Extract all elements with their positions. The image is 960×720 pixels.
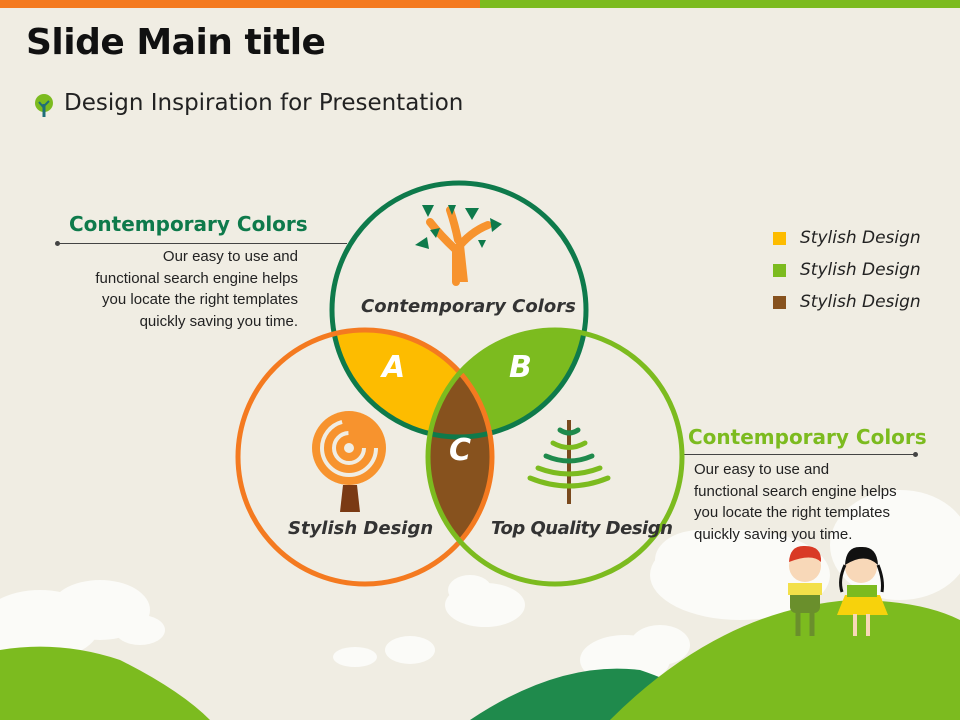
text-line: Our easy to use and: [162, 248, 298, 265]
right-callout-dot: [913, 452, 918, 457]
text-line: quickly saving you time.: [139, 312, 298, 330]
hill-right: [610, 600, 960, 720]
right-callout-text: Our easy to use and functional search en…: [694, 459, 897, 545]
venn-top-label: Contemporary Colors: [361, 296, 576, 317]
hill-left: [0, 646, 210, 720]
venn-left-label: Stylish Design: [288, 518, 434, 539]
circle-top: [329, 180, 589, 440]
legend-item: Stylish Design: [773, 222, 921, 254]
slide-subtitle: Design Inspiration for Presentation: [64, 90, 464, 116]
letter-c: C: [449, 433, 472, 468]
legend-swatch-green: [773, 263, 786, 277]
legend-item: Stylish Design: [773, 286, 921, 318]
legend-swatch-brown: [773, 295, 786, 309]
slide-title: Slide Main title: [26, 22, 326, 63]
left-callout-text: Our easy to use and functional search en…: [95, 246, 298, 332]
legend-swatch-yellow: [773, 231, 786, 245]
region-b: [428, 330, 586, 437]
kids-illustration: [788, 545, 888, 636]
text-line: quickly saving you time.: [694, 525, 853, 543]
legend-label: Stylish Design: [800, 228, 921, 248]
text-line: functional search engine helps: [95, 269, 298, 287]
top-bar-green: [480, 0, 960, 8]
letter-b: B: [509, 350, 532, 385]
text-line: Our easy to use and: [694, 461, 830, 478]
top-bar-orange: [0, 0, 480, 8]
region-a: [332, 330, 492, 437]
left-callout-title: Contemporary Colors: [69, 212, 308, 236]
circle-right: [425, 327, 685, 587]
left-callout-line: [57, 243, 347, 244]
right-callout-title: Contemporary Colors: [688, 425, 927, 449]
text-line: you locate the right templates: [102, 291, 298, 308]
legend-label: Stylish Design: [800, 292, 921, 312]
legend-label: Stylish Design: [800, 260, 921, 280]
text-line: you locate the right templates: [694, 504, 890, 521]
circle-left: [235, 327, 495, 587]
legend: Stylish Design Stylish Design Stylish De…: [773, 222, 921, 318]
leafy-tree-icon: [415, 205, 502, 286]
pine-tree-icon: [527, 420, 611, 504]
tree-icon: [35, 94, 53, 117]
text-line: functional search engine helps: [694, 482, 897, 500]
lollipop-tree-icon: [312, 411, 386, 512]
right-callout-line: [680, 454, 915, 455]
venn-right-label: Top Quality Design: [491, 518, 673, 539]
legend-item: Stylish Design: [773, 254, 921, 286]
letter-a: A: [382, 350, 406, 385]
